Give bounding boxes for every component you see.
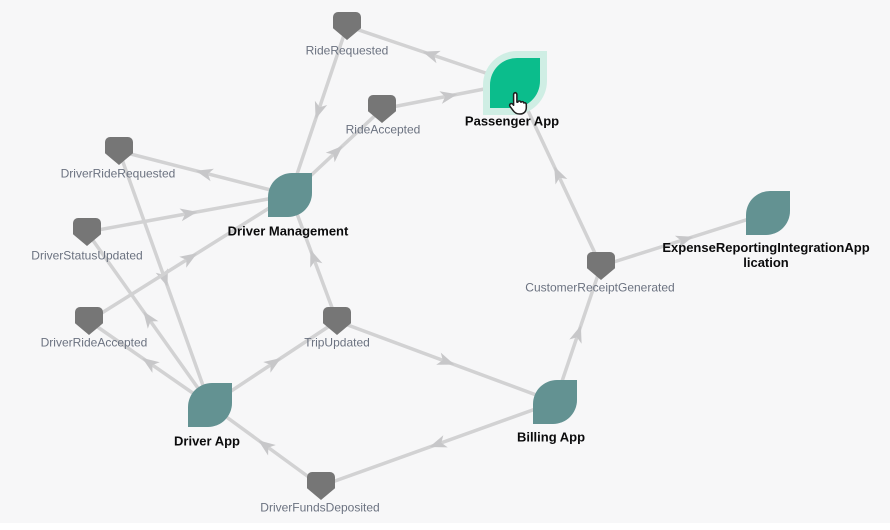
edge-arrowhead	[195, 168, 214, 182]
edge-arrowhead	[554, 166, 568, 185]
edge-arrowhead	[179, 253, 198, 268]
node-ride-requested[interactable]	[332, 11, 362, 41]
edge-arrowhead	[143, 311, 159, 329]
event-shield-icon	[73, 218, 101, 246]
node-label-driver-app: Driver App	[174, 433, 240, 449]
node-label-customer-receipt-generated: CustomerReceiptGenerated	[525, 280, 675, 295]
node-billing-app[interactable]	[533, 380, 577, 424]
edge-arrowhead	[263, 358, 281, 373]
node-driver-status-updated[interactable]	[72, 217, 102, 247]
edge-arrowhead	[674, 235, 694, 249]
edge-arrowhead	[422, 50, 441, 64]
node-label-trip-updated: TripUpdated	[304, 335, 370, 350]
edge-arrowhead	[142, 357, 160, 373]
node-trip-updated[interactable]	[322, 306, 352, 336]
event-shield-icon	[587, 252, 615, 280]
node-label-driver-status-updated: DriverStatusUpdated	[31, 248, 143, 263]
edge-arrowhead	[179, 208, 198, 222]
edge-arrowhead	[325, 145, 343, 163]
edge-arrowhead	[310, 249, 323, 268]
node-label-driver-ride-requested: DriverRideRequested	[60, 166, 176, 181]
edge-arrowhead	[439, 91, 458, 104]
node-label-driver-ride-accepted: DriverRideAccepted	[40, 335, 148, 350]
event-shield-icon	[307, 472, 335, 500]
node-ride-accepted[interactable]	[367, 94, 397, 124]
node-driver-management[interactable]	[268, 173, 312, 217]
node-label-driver-funds-deposited: DriverFundsDeposited	[260, 500, 380, 515]
event-shield-icon	[323, 307, 351, 335]
pointer-cursor-icon	[508, 91, 528, 115]
event-shield-icon	[368, 95, 396, 123]
node-label-ride-requested: RideRequested	[305, 43, 389, 58]
node-driver-ride-accepted[interactable]	[74, 306, 104, 336]
event-shield-icon	[333, 12, 361, 40]
edge-arrowhead	[436, 352, 455, 365]
edge-arrowhead	[258, 440, 276, 456]
node-label-billing-app: Billing App	[516, 429, 586, 445]
edge-arrowhead	[429, 435, 448, 448]
event-shield-icon	[75, 307, 103, 335]
node-label-driver-management: Driver Management	[227, 223, 349, 239]
node-customer-receipt-generated[interactable]	[586, 251, 616, 281]
node-expense-reporting-integration-application[interactable]	[746, 191, 790, 235]
node-driver-app[interactable]	[188, 383, 232, 427]
event-shield-icon	[105, 137, 133, 165]
edge-arrowhead	[569, 325, 582, 344]
node-driver-funds-deposited[interactable]	[306, 471, 336, 501]
edge-arrowhead	[314, 100, 328, 119]
node-driver-ride-requested[interactable]	[104, 136, 134, 166]
node-label-ride-accepted: RideAccepted	[345, 122, 421, 137]
node-label-passenger-app: Passenger App	[464, 113, 560, 129]
